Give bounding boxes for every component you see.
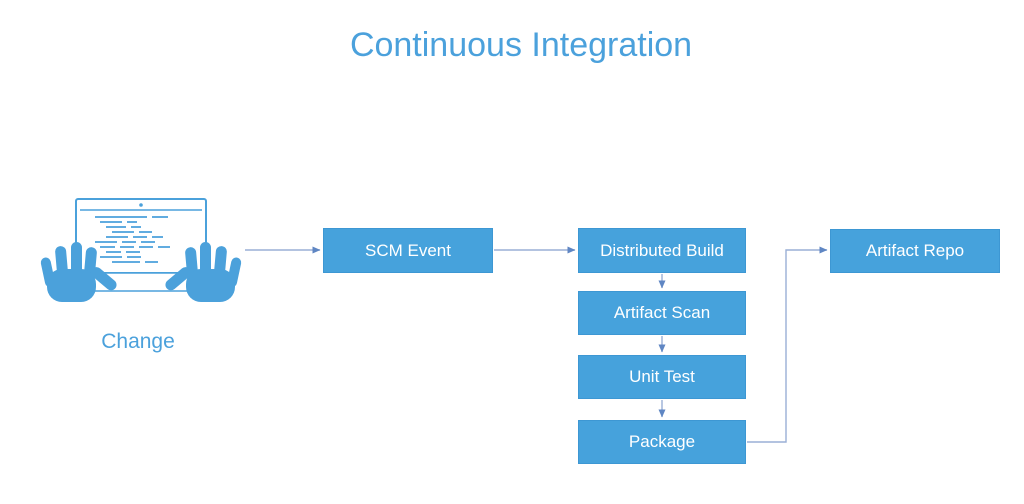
connector-package-to-artifact-repo — [747, 246, 828, 443]
laptop-camera-dot — [139, 203, 143, 207]
node-scm-event: SCM Event — [323, 228, 493, 273]
node-label: Artifact Scan — [613, 303, 711, 322]
node-artifact-repo: Artifact Repo — [830, 229, 1000, 273]
node-label: Unit Test — [629, 367, 695, 386]
node-artifact-scan: Artifact Scan — [578, 291, 746, 335]
change-node-label: Change — [101, 330, 175, 353]
code-lines-glyph — [95, 216, 170, 263]
node-package: Package — [578, 420, 746, 464]
node-label: Artifact Repo — [865, 241, 965, 260]
connectors — [245, 246, 828, 443]
node-unit-test: Unit Test — [578, 355, 746, 399]
node-label: SCM Event — [365, 240, 451, 260]
page-title: Continuous Integration — [349, 26, 693, 64]
typing-hands-laptop-icon — [39, 198, 243, 302]
node-label: Distributed Build — [600, 240, 724, 260]
node-label: Package — [628, 432, 696, 451]
node-distributed-build: Distributed Build — [578, 228, 746, 273]
